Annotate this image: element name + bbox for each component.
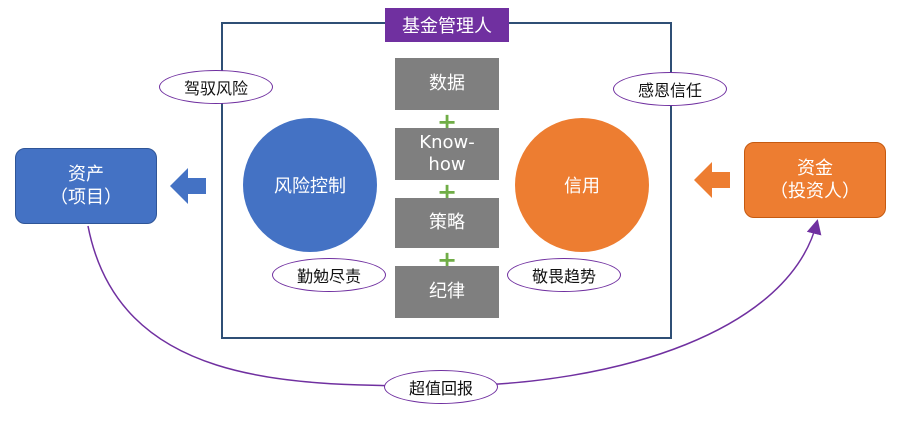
risk-control-circle: 风险控制: [243, 118, 377, 252]
oval-gratitude-trust: 感恩信任: [613, 72, 727, 106]
pillar-discipline: 纪律: [395, 266, 499, 318]
fund-label: 资金: [797, 157, 833, 179]
fund-manager-title: 基金管理人: [385, 8, 509, 42]
right-arrow-icon: [694, 162, 730, 198]
pillar-strategy: 策略: [395, 198, 499, 248]
asset-label: 资产: [68, 163, 104, 185]
oval-excess-return: 超值回报: [384, 370, 498, 404]
oval-respect-trend: 敬畏趋势: [507, 258, 621, 292]
left-arrow-icon: [170, 168, 206, 204]
fund-sub-label: （投资人）: [770, 181, 860, 202]
fund-box: 资金 （投资人）: [744, 142, 886, 218]
pillar-data: 数据: [395, 58, 499, 110]
asset-box: 资产 （项目）: [15, 148, 157, 224]
pillar-knowhow: Know- how: [395, 128, 499, 180]
oval-master-risk: 驾驭风险: [159, 70, 273, 104]
asset-sub-label: （项目）: [50, 187, 122, 208]
oval-diligence: 勤勉尽责: [272, 258, 386, 292]
credit-circle: 信用: [515, 118, 649, 252]
